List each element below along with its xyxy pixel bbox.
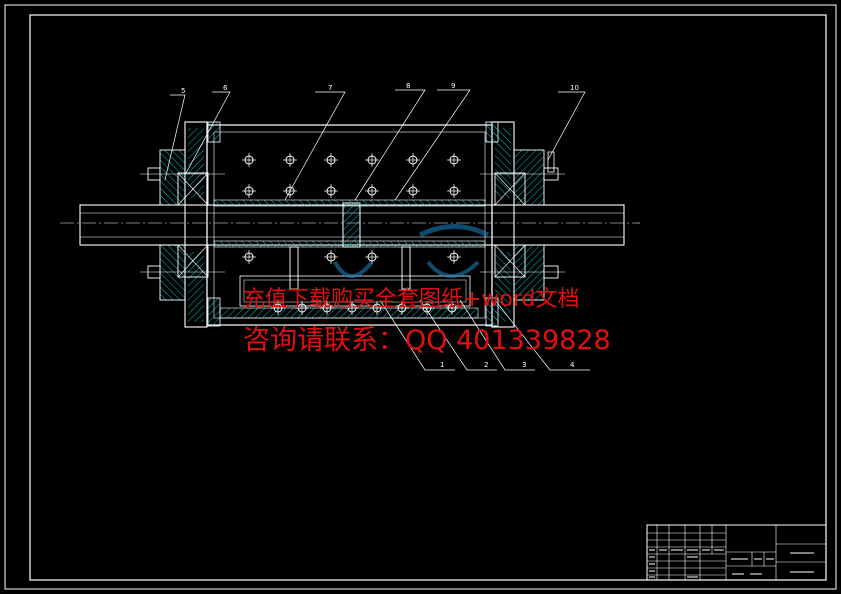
watermark-logo xyxy=(333,224,490,278)
part-label-4: 4 xyxy=(570,361,575,369)
right-end-cap xyxy=(480,121,565,328)
part-label-1: 1 xyxy=(440,361,444,369)
leader-lines-upper xyxy=(164,89,586,201)
part-label-10: 10 xyxy=(570,84,579,92)
outer-border xyxy=(4,4,837,590)
title-block xyxy=(646,524,827,581)
part-label-3: 3 xyxy=(522,361,526,369)
part-labels-upper: 5 6 7 8 9 10 xyxy=(181,82,579,95)
part-label-5: 5 xyxy=(181,87,185,95)
part-label-8: 8 xyxy=(406,82,410,90)
watermark-contact-text: 咨询请联系：QQ 401339828 xyxy=(243,325,611,356)
shaft-coupling xyxy=(342,202,361,248)
left-end-cap xyxy=(140,121,225,328)
watermark-download-text: 充值下载购买全套图纸+word文档 xyxy=(243,287,580,312)
title-block-marks xyxy=(649,549,814,578)
part-labels-lower: 1 2 3 4 xyxy=(440,361,575,369)
inner-border xyxy=(29,14,827,581)
leader-lines-lower xyxy=(379,299,590,371)
part-label-9: 9 xyxy=(451,82,455,90)
part-label-7: 7 xyxy=(328,84,332,92)
part-label-2: 2 xyxy=(484,361,488,369)
part-label-6: 6 xyxy=(223,84,228,92)
